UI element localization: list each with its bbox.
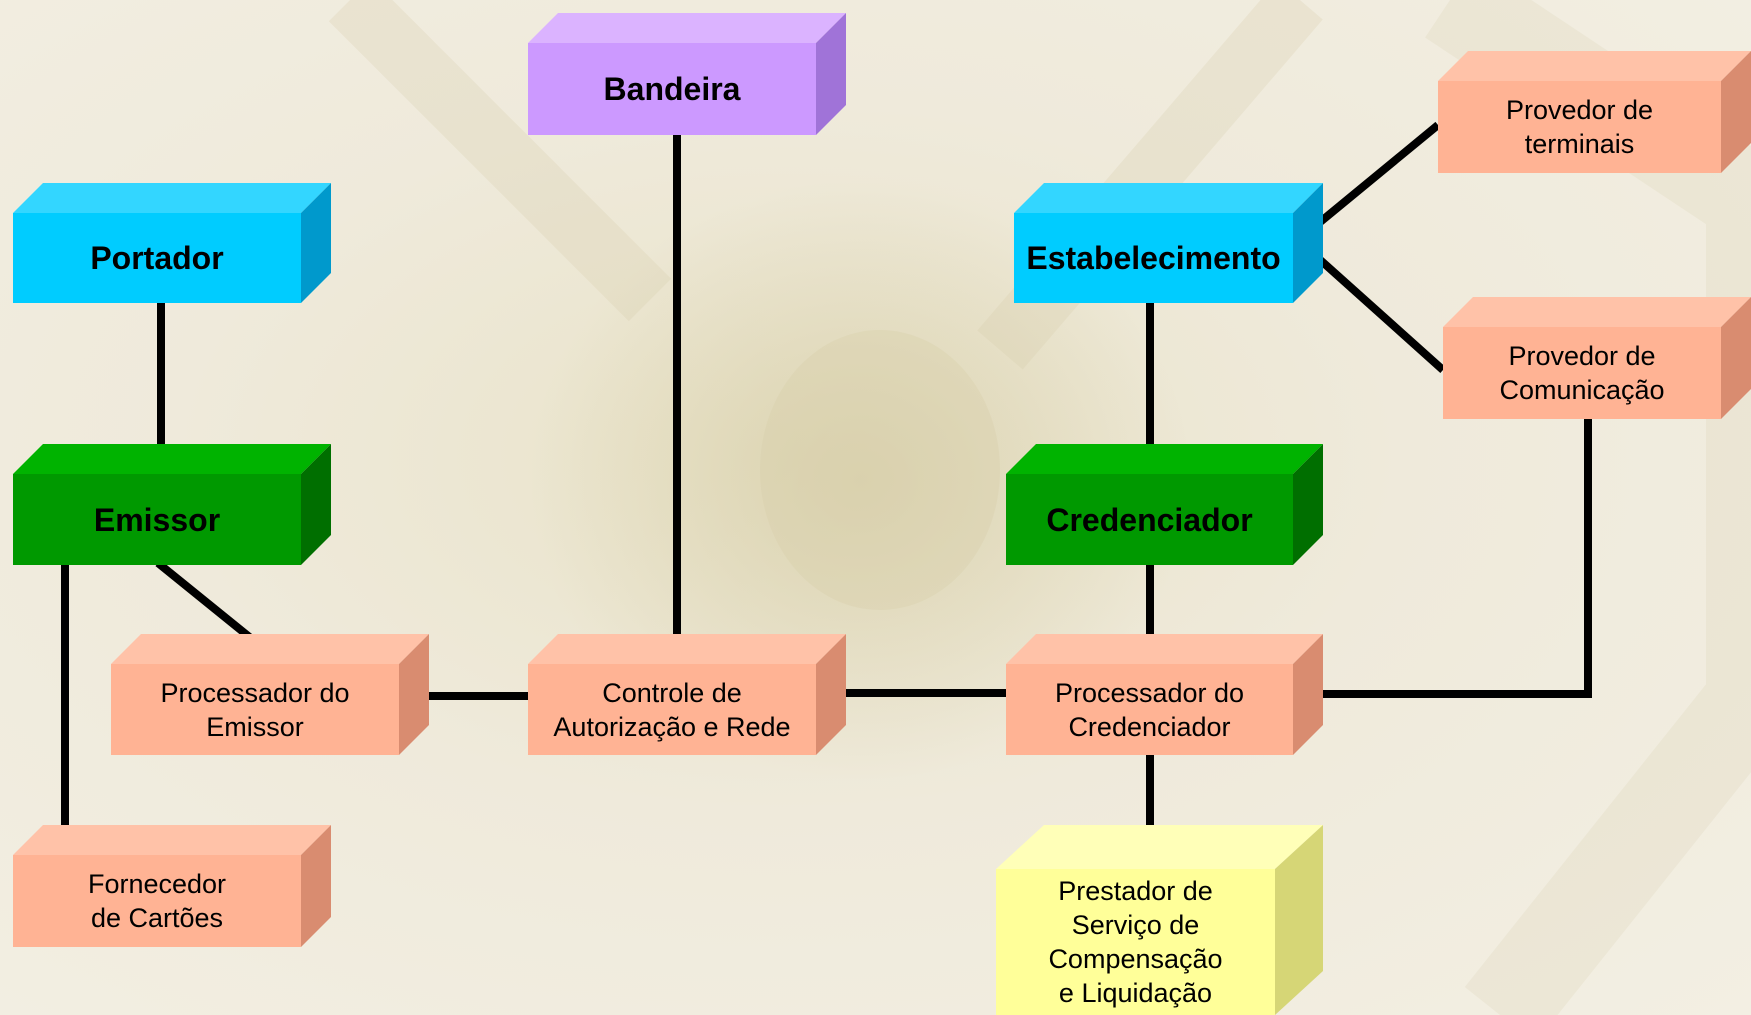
node-label: Provedor de Comunicação: [1499, 341, 1665, 405]
box-3d-shape: [1006, 444, 1323, 565]
node-label: Processador do Credenciador: [1054, 677, 1245, 742]
box-3d-shape: [1006, 634, 1323, 755]
node-prestador-servico: Prestador de Serviço de Compensação e Li…: [996, 825, 1323, 1015]
box-3d-shape: [13, 444, 331, 565]
box-3d-shape: [1443, 297, 1751, 419]
node-label: Processador do Emissor: [160, 677, 350, 742]
box-3d-shape: [996, 825, 1323, 1015]
node-bandeira: Bandeira: [528, 13, 846, 135]
node-emissor: Emissor: [13, 444, 331, 565]
node-estabelecimento: Estabelecimento: [1014, 183, 1323, 303]
node-label: Emissor: [93, 501, 221, 538]
box-3d-shape: [111, 634, 429, 755]
box-3d-shape: [13, 183, 331, 303]
node-label: Estabelecimento: [1026, 240, 1281, 276]
edge-provedor-comunicacao-processador-credenciador: [1306, 418, 1592, 698]
edge-estabelecimento-provedor-comunicacao: [1305, 246, 1446, 373]
node-label: Fornecedor de Cartões: [87, 869, 227, 933]
node-label: Portador: [90, 240, 224, 276]
node-credenciador: Credenciador: [1006, 444, 1323, 565]
box-3d-shape: [528, 634, 846, 755]
node-processador-credenciador: Processador do Credenciador: [1006, 634, 1323, 755]
box-3d-shape: [1014, 183, 1323, 303]
node-label: Bandeira: [603, 71, 741, 107]
node-label: Prestador de Serviço de Compensação e Li…: [1048, 876, 1223, 1008]
edge-estabelecimento-provedor-terminais: [1305, 121, 1441, 236]
node-label: Controle de Autorização e Rede: [553, 677, 791, 742]
box-3d-shape: [528, 13, 846, 135]
node-fornecedor-cartoes: Fornecedor de Cartões: [13, 825, 331, 947]
edge-emissor-processador-emissor: [155, 559, 266, 652]
node-label: Credenciador: [1046, 501, 1253, 538]
node-provedor-comunicacao: Provedor de Comunicação: [1443, 297, 1751, 419]
box-3d-shape: [13, 825, 331, 947]
box-3d-shape: [1438, 51, 1751, 173]
node-controle-autorizacao: Controle de Autorização e Rede: [528, 634, 846, 755]
node-label: Provedor de terminais: [1505, 95, 1654, 159]
node-portador: Portador: [13, 183, 331, 303]
node-provedor-terminais: Provedor de terminais: [1438, 51, 1751, 173]
node-processador-emissor: Processador do Emissor: [111, 634, 429, 755]
